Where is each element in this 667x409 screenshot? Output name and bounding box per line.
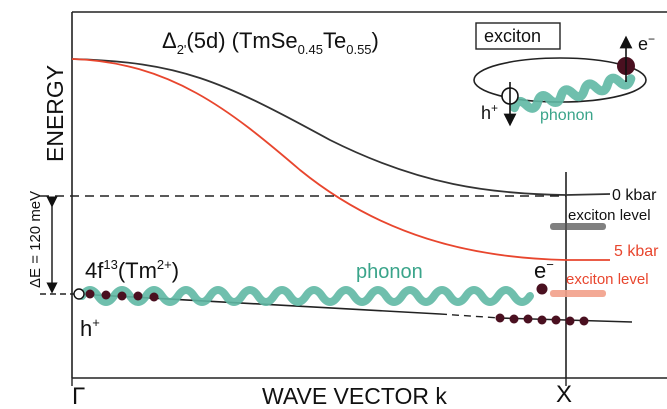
filled-states-left bbox=[85, 289, 159, 302]
exciton-inset: exciton e− h+ phonon bbox=[473, 22, 655, 127]
phonon-wave-main bbox=[78, 286, 534, 306]
electron-marker bbox=[536, 283, 548, 295]
label-exciton-level-black: exciton level bbox=[568, 207, 651, 224]
y-axis-label: ENERGY bbox=[42, 65, 68, 162]
label-0kbar: 0 kbar bbox=[612, 187, 657, 204]
tick-label-x: X bbox=[556, 381, 572, 408]
gap-label: ΔE = 120 meV bbox=[27, 191, 44, 288]
tick-label-gamma: Γ bbox=[72, 383, 85, 409]
hole-marker bbox=[73, 288, 85, 300]
label-5kbar: 5 kbar bbox=[614, 243, 659, 260]
exciton-level-red-band bbox=[550, 290, 606, 297]
x-axis-label: WAVE VECTOR k bbox=[262, 383, 447, 409]
phonon-label: phonon bbox=[356, 261, 423, 283]
inset-electron-label: e− bbox=[638, 32, 655, 54]
label-exciton-level-red: exciton level bbox=[566, 271, 649, 288]
inset-phonon-label: phonon bbox=[540, 107, 593, 124]
inset-hole-label: h+ bbox=[481, 101, 498, 123]
diagram-title: Δ2'(5d) (TmSe0.45Te0.55) bbox=[162, 28, 379, 57]
exciton-level-black-band bbox=[550, 223, 606, 230]
electron-label: e− bbox=[534, 257, 554, 283]
valence-level-label: 4f13(Tm2+) bbox=[85, 257, 179, 283]
inset-phonon-wave bbox=[509, 73, 636, 113]
inset-box bbox=[475, 22, 561, 50]
inset-box-label: exciton bbox=[484, 26, 541, 46]
hole-label: h+ bbox=[80, 315, 100, 341]
filled-states-right bbox=[495, 313, 589, 326]
conduction-band-5kbar bbox=[71, 58, 610, 261]
valence-band-dashed bbox=[439, 313, 501, 319]
conduction-band-0kbar bbox=[71, 58, 611, 196]
